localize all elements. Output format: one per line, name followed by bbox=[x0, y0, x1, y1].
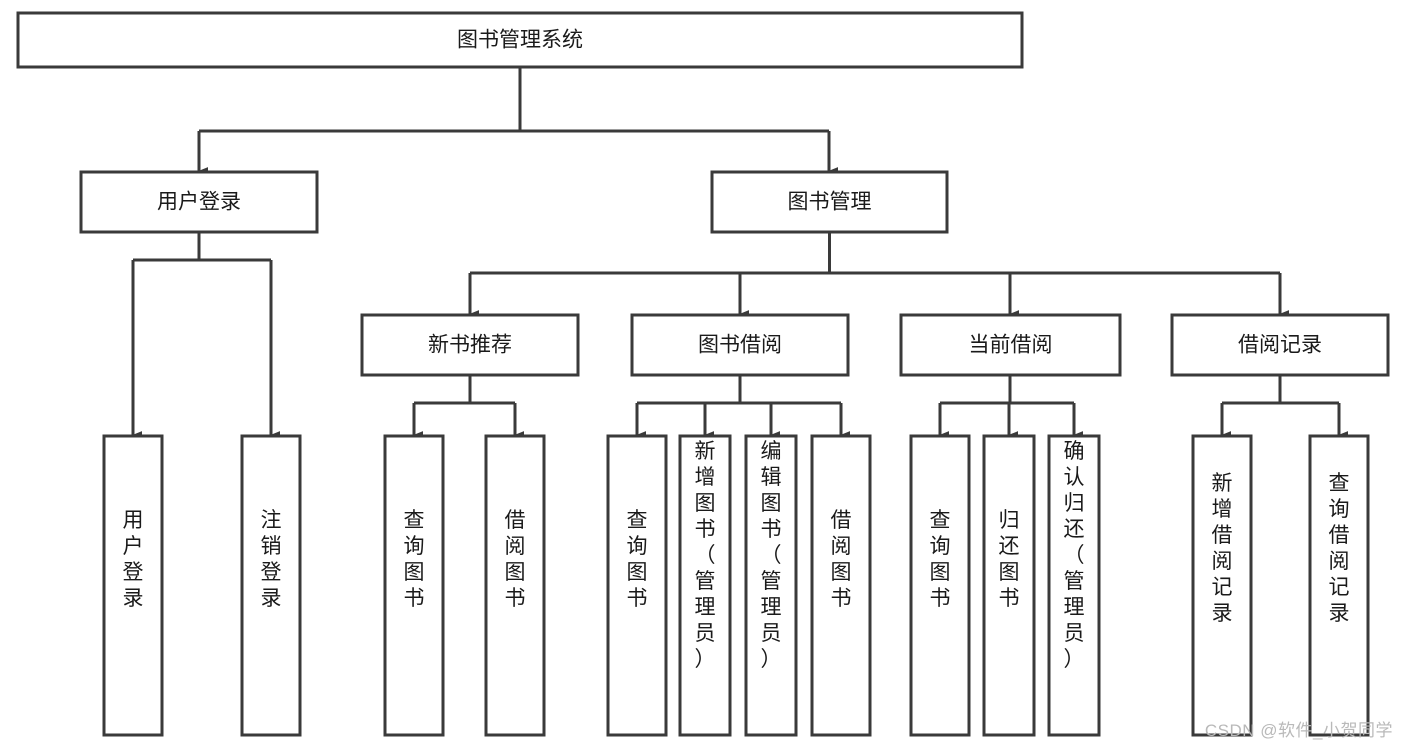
node-leaf-leaf-query-borrow-record[interactable]: 查询借阅记录 bbox=[1308, 434, 1370, 737]
node-rect bbox=[360, 313, 580, 377]
node-leaf-leaf-return-book[interactable]: 归还图书 bbox=[982, 434, 1036, 737]
csdn-watermark: CSDN @软件_小贺同学 bbox=[1204, 721, 1393, 740]
node-label: 图书管理 bbox=[788, 191, 872, 214]
node-l2-user-login[interactable]: 用户登录 bbox=[79, 170, 319, 234]
node-label: 借阅图书 bbox=[831, 509, 852, 610]
node-leaf-leaf-borrow-book[interactable]: 借阅图书 bbox=[810, 434, 872, 737]
node-rect bbox=[678, 434, 732, 737]
node-label: 用户登录 bbox=[157, 191, 241, 214]
node-leaf-leaf-add-borrow-record[interactable]: 新增借阅记录 bbox=[1191, 434, 1253, 737]
node-label: 用户登录 bbox=[123, 509, 144, 610]
node-label: 借阅记录 bbox=[1238, 334, 1322, 357]
node-rect bbox=[383, 434, 445, 737]
node-rect bbox=[240, 434, 302, 737]
node-label: 确认归还（管理员） bbox=[1064, 440, 1085, 671]
node-label: 图书管理系统 bbox=[457, 29, 583, 52]
node-rect bbox=[744, 434, 798, 737]
node-l3-current-borrow[interactable]: 当前借阅 bbox=[899, 313, 1122, 377]
node-rect bbox=[909, 434, 971, 737]
node-rect bbox=[1047, 434, 1101, 737]
node-label: 查询图书 bbox=[404, 509, 425, 610]
node-label: 新增借阅记录 bbox=[1212, 472, 1233, 625]
node-label: 查询图书 bbox=[930, 509, 951, 610]
node-leaf-leaf-add-book-admin[interactable]: 新增图书（管理员） bbox=[678, 434, 732, 737]
node-root-root[interactable]: 图书管理系统 bbox=[16, 11, 1024, 69]
node-label: 当前借阅 bbox=[969, 334, 1053, 357]
node-label: 新书推荐 bbox=[428, 334, 512, 357]
node-l3-book-borrow[interactable]: 图书借阅 bbox=[630, 313, 850, 377]
node-rect bbox=[899, 313, 1122, 377]
node-rect bbox=[1308, 434, 1370, 737]
node-leaf-leaf-borrow-book-rec[interactable]: 借阅图书 bbox=[484, 434, 546, 737]
node-label: 归还图书 bbox=[999, 509, 1020, 610]
node-leaf-leaf-user-login[interactable]: 用户登录 bbox=[102, 434, 164, 737]
node-leaf-leaf-confirm-return-admin[interactable]: 确认归还（管理员） bbox=[1047, 434, 1101, 737]
node-label: 图书借阅 bbox=[698, 334, 782, 357]
node-rect bbox=[1170, 313, 1390, 377]
node-l3-borrow-record[interactable]: 借阅记录 bbox=[1170, 313, 1390, 377]
node-l3-new-book-rec[interactable]: 新书推荐 bbox=[360, 313, 580, 377]
node-label: 新增图书（管理员） bbox=[695, 440, 716, 671]
node-leaf-leaf-query-book-current[interactable]: 查询图书 bbox=[909, 434, 971, 737]
node-rect bbox=[810, 434, 872, 737]
node-boxes: 图书管理系统用户登录图书管理新书推荐图书借阅当前借阅借阅记录用户登录注销登录查询… bbox=[16, 11, 1390, 737]
node-l2-book-manage[interactable]: 图书管理 bbox=[710, 170, 949, 234]
node-leaf-leaf-query-book-rec[interactable]: 查询图书 bbox=[383, 434, 445, 737]
node-leaf-leaf-edit-book-admin[interactable]: 编辑图书（管理员） bbox=[744, 434, 798, 737]
connector-edges bbox=[131, 67, 1349, 439]
node-rect bbox=[630, 313, 850, 377]
node-rect bbox=[710, 170, 949, 234]
node-label: 编辑图书（管理员） bbox=[761, 440, 782, 671]
node-rect bbox=[102, 434, 164, 737]
node-label: 借阅图书 bbox=[505, 509, 526, 610]
node-label: 注销登录 bbox=[261, 509, 282, 610]
node-label: 查询图书 bbox=[627, 509, 648, 610]
node-label: 查询借阅记录 bbox=[1329, 472, 1350, 625]
node-rect bbox=[606, 434, 668, 737]
node-rect bbox=[79, 170, 319, 234]
node-rect bbox=[1191, 434, 1253, 737]
node-rect bbox=[16, 11, 1024, 69]
node-rect bbox=[982, 434, 1036, 737]
node-leaf-leaf-query-book-borrow[interactable]: 查询图书 bbox=[606, 434, 668, 737]
node-leaf-leaf-logout-login[interactable]: 注销登录 bbox=[240, 434, 302, 737]
node-rect bbox=[484, 434, 546, 737]
